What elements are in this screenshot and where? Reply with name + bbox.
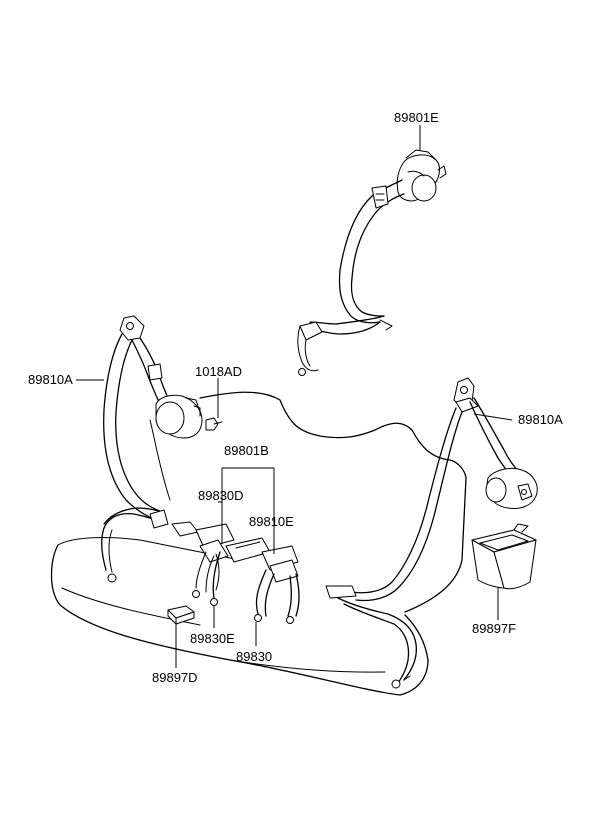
rear-right-outer-belt xyxy=(325,377,538,689)
label-89830: 89830 xyxy=(236,649,272,664)
rear-seat-back xyxy=(149,391,467,613)
label-89810A-left: 89810A xyxy=(28,372,73,387)
label-89830E: 89830E xyxy=(190,631,235,646)
label-89810E: 89810E xyxy=(249,514,294,529)
label-89830D: 89830D xyxy=(198,488,244,503)
label-89897D: 89897D xyxy=(152,670,198,685)
buckle-assembly xyxy=(171,521,300,624)
part-labels: 89801E 1018AD 89810A 89810A 89801B 89830… xyxy=(28,110,563,685)
leader-lines xyxy=(76,125,513,668)
buckle-cover-89897D xyxy=(167,605,195,625)
label-89801E: 89801E xyxy=(394,110,439,125)
rear-center-retractor-belt xyxy=(297,149,447,376)
label-89801B: 89801B xyxy=(224,443,269,458)
storage-box-89897F xyxy=(471,523,537,590)
rear-left-outer-belt xyxy=(101,315,203,583)
label-89897F: 89897F xyxy=(472,621,516,636)
label-89810A-right: 89810A xyxy=(518,412,563,427)
label-1018AD: 1018AD xyxy=(195,364,242,379)
bolt-1018AD xyxy=(205,417,223,431)
